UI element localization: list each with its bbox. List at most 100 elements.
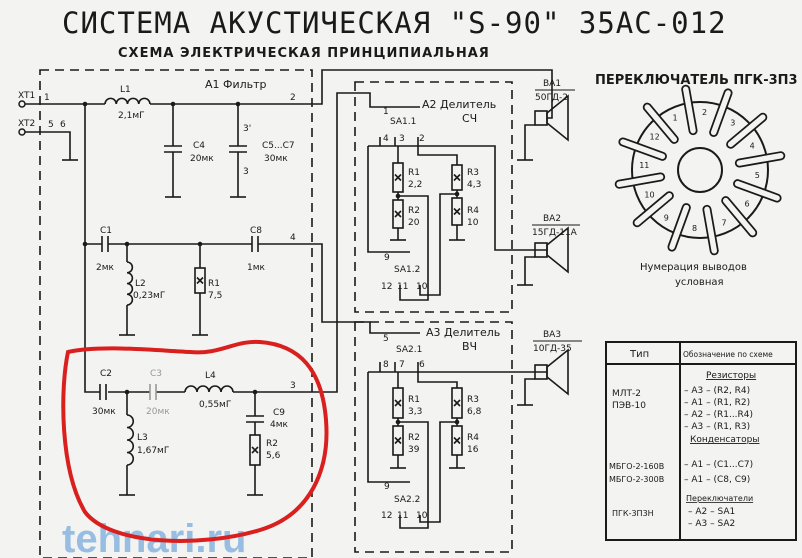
a3-pin-7: 7 xyxy=(399,360,405,370)
inductor-icon xyxy=(184,385,234,393)
resistor-icon xyxy=(392,387,404,419)
pin-1-label: 1 xyxy=(44,93,50,103)
wire xyxy=(367,372,410,483)
ba2-name: BA2 xyxy=(543,214,561,224)
a3-r3-name: R3 xyxy=(467,395,479,405)
l3-name: L3 xyxy=(137,433,148,443)
resistor-mark xyxy=(453,173,461,182)
junction-dot xyxy=(235,101,241,107)
switch-pin-number: 12 xyxy=(649,133,659,142)
c5-c7-value: 30мк xyxy=(264,154,288,164)
wire xyxy=(84,104,100,393)
type-pev10: ПЭВ-10 xyxy=(612,401,646,411)
a2-r1-value: 2,2 xyxy=(408,180,422,190)
a3-pin-8: 8 xyxy=(383,360,389,370)
switch-contact xyxy=(704,206,717,254)
a2-pin-3: 3 xyxy=(399,134,405,144)
ba1-model: 50ГД-2 xyxy=(535,93,568,103)
junction-dot xyxy=(197,241,203,247)
switch-contact xyxy=(669,204,690,250)
wire xyxy=(398,195,429,301)
resistor-icon xyxy=(451,197,463,226)
a3-r1-name: R1 xyxy=(408,395,420,405)
c2-name: C2 xyxy=(100,369,112,379)
a3-r2-name: R2 xyxy=(408,433,420,443)
block-a3-label: A3 Делитель xyxy=(426,326,500,339)
wire xyxy=(368,145,547,251)
ba3-name: BA3 xyxy=(543,330,561,340)
a2-pin-2: 2 xyxy=(419,134,425,144)
wire xyxy=(524,378,535,405)
type-mlt2: МЛТ-2 xyxy=(612,389,641,399)
section-resistors: Резисторы xyxy=(706,371,756,381)
c5-pin-b: 3 xyxy=(243,167,249,177)
block-a1-boundary xyxy=(39,69,313,558)
type-mbgo-160: МБГО-2-160В xyxy=(609,462,664,471)
section-capacitors: Конденсаторы xyxy=(690,435,759,445)
junction-dot xyxy=(454,419,460,425)
block-a3-band: ВЧ xyxy=(462,340,477,353)
switch-pin-number: 10 xyxy=(644,191,654,200)
switch-contact xyxy=(722,197,756,236)
switch-diagram-title: ПЕРЕКЛЮЧАТЕЛЬ ПГК-3П3 xyxy=(595,73,798,88)
parts-table: Тип Обозначение по схеме Резисторы МЛТ-2… xyxy=(605,341,797,541)
resistor-mark xyxy=(394,436,402,445)
pin-6-label: 6 xyxy=(60,120,66,130)
block-a2-band: СЧ xyxy=(462,112,477,125)
a2-r2-name: R2 xyxy=(408,206,420,216)
resistor-mark xyxy=(251,446,259,454)
a3-r4-name: R4 xyxy=(467,433,479,443)
table-header-type: Тип xyxy=(629,349,649,360)
table-header-ref: Обозначение по схеме xyxy=(683,350,773,359)
wire xyxy=(398,421,429,529)
a3-r4-value: 16 xyxy=(467,445,479,455)
a3-pin-9: 9 xyxy=(384,482,390,492)
connector-xt2-label: XT2 xyxy=(18,119,35,129)
speaker-ba3-icon xyxy=(546,348,569,396)
switch-contact xyxy=(683,86,696,134)
ref-cap-2: – A1 – (C8, C9) xyxy=(684,475,750,485)
ba2-model: 15ГД-11А xyxy=(532,228,578,238)
switch-ring xyxy=(631,101,769,239)
block-a1-label: A1 Фильтр xyxy=(205,78,267,91)
ref-sw-2: – A3 – SA2 xyxy=(688,519,735,529)
switch-contact xyxy=(644,104,678,143)
inductor-icon xyxy=(104,97,151,105)
speaker-ba2-icon xyxy=(546,226,569,274)
c5-pin-a: 3' xyxy=(243,124,251,134)
a2-r3-name: R3 xyxy=(467,168,479,178)
table-border xyxy=(605,341,797,541)
c4-name: C4 xyxy=(193,141,205,151)
output-4-label: 4 xyxy=(290,233,296,243)
wire xyxy=(524,124,535,160)
junction-dot xyxy=(124,389,130,395)
junction-dot xyxy=(170,101,176,107)
output-2-label: 2 xyxy=(290,93,296,103)
junction-dot xyxy=(395,193,401,199)
a2-pin-12: 12 xyxy=(381,282,392,292)
a2-r4-value: 10 xyxy=(467,218,479,228)
resistor-mark xyxy=(453,399,461,407)
a3-pin-11: 11 xyxy=(397,511,408,521)
switch-contact xyxy=(736,153,784,166)
a3-r1-value: 3,3 xyxy=(408,407,422,417)
wire xyxy=(419,421,457,523)
switch-pin-number: 1 xyxy=(672,113,677,122)
resistor-icon xyxy=(249,434,261,466)
output-3-label: 3 xyxy=(290,381,296,391)
wires xyxy=(22,69,553,558)
ref-res-4: – A3 – (R1, R3) xyxy=(684,422,750,432)
resistor-icon xyxy=(392,199,404,229)
a2-pin-11: 11 xyxy=(397,282,408,292)
junction-dot xyxy=(454,191,460,197)
switch-caption-1: Нумерация выводов xyxy=(640,262,747,273)
a2-pin-9: 9 xyxy=(384,253,390,263)
terminal-icon xyxy=(18,100,26,108)
wire xyxy=(367,146,410,253)
ba3-model: 10ГД-35 xyxy=(533,344,572,354)
l1-name: L1 xyxy=(120,85,131,95)
wire xyxy=(524,256,535,285)
c5-c7-name: C5...C7 xyxy=(262,141,295,151)
inductor-icon xyxy=(126,261,134,306)
